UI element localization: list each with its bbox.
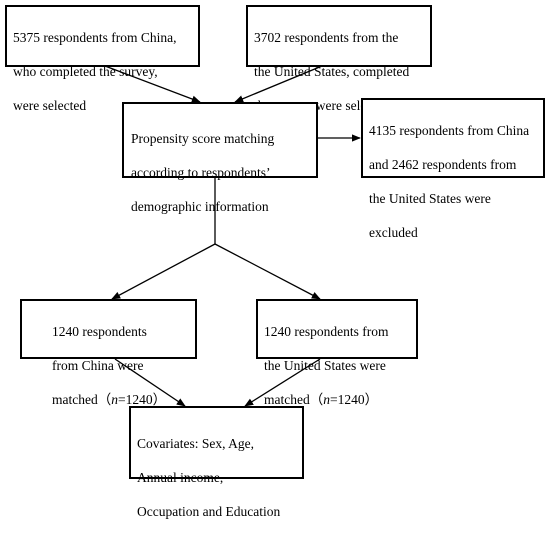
china-matched-line-3: matched（n=1240） xyxy=(52,391,189,408)
excluded-line-2: and 2462 respondents from xyxy=(369,157,517,172)
us-matched-line-3: matched（n=1240） xyxy=(264,391,410,408)
us-matched-prefix: matched（ xyxy=(264,392,324,407)
psm-line-3: demographic information xyxy=(131,199,269,214)
excluded-line-1: 4135 respondents from China xyxy=(369,123,530,138)
china-survey-line-3: were selected xyxy=(13,98,87,113)
us-matched-line-1: 1240 respondents from xyxy=(264,324,389,339)
us-matched-line-2: the United States were xyxy=(264,358,386,373)
us-matched-n-symbol: n xyxy=(323,392,330,407)
psm-line-1: Propensity score matching xyxy=(131,131,275,146)
china-matched-line-1: 1240 respondents xyxy=(52,324,147,339)
excluded-line-3: the United States were xyxy=(369,191,491,206)
covariates-line-2: Annual income, xyxy=(137,470,224,485)
excluded-line-4: excluded xyxy=(369,225,418,240)
us-survey-line-1: 3702 respondents from the xyxy=(254,30,399,45)
covariates-line-1: Covariates: Sex, Age, xyxy=(137,436,254,451)
us-matched-suffix: =1240） xyxy=(329,392,379,407)
china-matched-suffix: =1240） xyxy=(117,392,167,407)
box-excluded: 4135 respondents from China and 2462 res… xyxy=(361,98,545,240)
china-matched-line-2: from China were xyxy=(52,358,144,373)
china-survey-line-1: 5375 respondents from China, xyxy=(13,30,177,45)
arrow-us-matched-to-covariates xyxy=(244,358,321,407)
box-propensity-score-matching: Propensity score matching according to r… xyxy=(122,102,318,214)
connector-lines xyxy=(104,65,361,407)
arrow-to-china-matched xyxy=(111,243,216,300)
china-matched-n-symbol: n xyxy=(111,392,118,407)
china-matched-prefix: matched（ xyxy=(52,392,112,407)
arrow-china-matched-to-covariates xyxy=(114,358,186,407)
arrow-to-us-matched xyxy=(214,243,321,300)
china-survey-line-2: who completed the survey, xyxy=(13,64,158,79)
us-survey-line-2: the United States, completed xyxy=(254,64,410,79)
box-china-survey: 5375 respondents from China, who complet… xyxy=(5,5,200,113)
arrow-us-to-psm xyxy=(234,65,323,103)
box-us-survey: 3702 respondents from the the United Sta… xyxy=(246,5,432,113)
covariates-line-3: Occupation and Education xyxy=(137,504,281,519)
psm-line-2: according to respondents’ xyxy=(131,165,271,180)
box-us-matched: 1240 respondents from the United States … xyxy=(256,299,418,407)
box-covariates: Covariates: Sex, Age, Annual income, Occ… xyxy=(129,406,304,519)
flowchart: 5375 respondents from China, who complet… xyxy=(5,5,545,519)
box-china-matched: 1240 respondents from China were matched… xyxy=(20,299,197,407)
arrow-china-to-psm xyxy=(104,65,201,103)
